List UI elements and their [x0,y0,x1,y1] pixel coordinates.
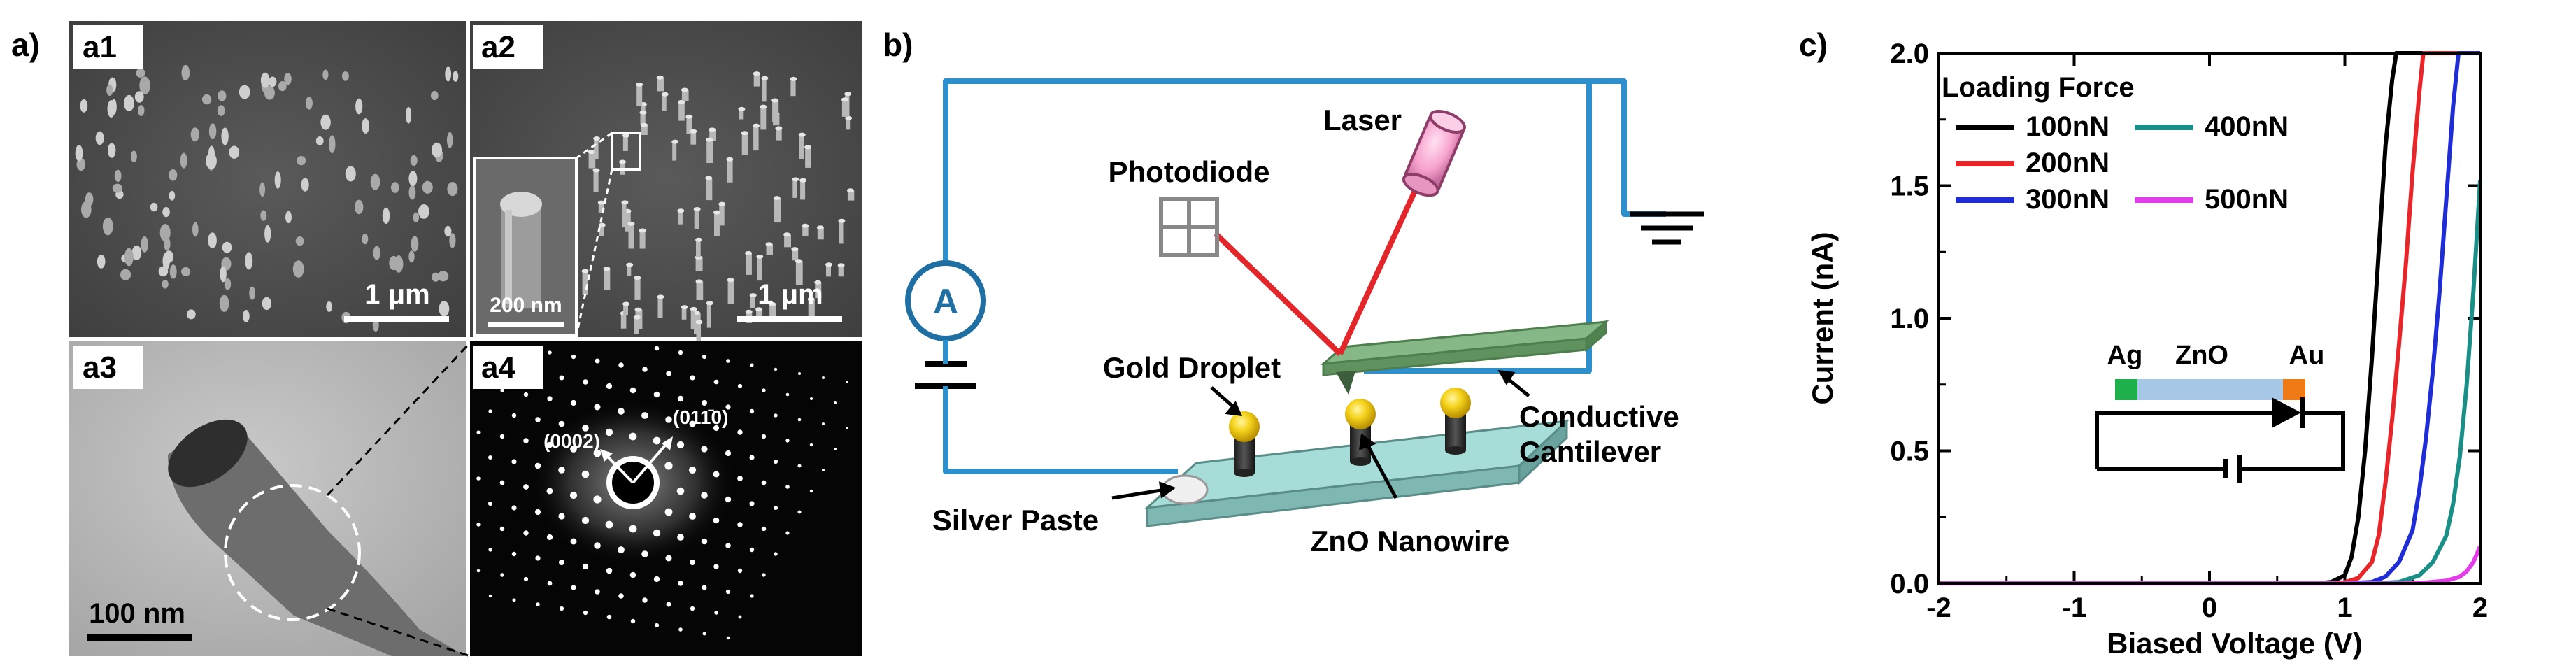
inset-bar-au [2283,379,2305,400]
zoom-line-a3-bottom [327,607,471,658]
diode-icon [2272,397,2301,428]
legend: Loading Force 100nN 200nN 300nN 400nN 500nN [1942,72,2289,215]
y-axis-label: Current (nA) [1806,232,1839,404]
pointer-arrows [1111,369,1530,500]
inset-bar-ag [2115,379,2137,400]
afm-schematic: A [905,78,1704,557]
y-tick-label: 0.5 [1890,436,1929,467]
legend-label-200nN: 200nN [2026,148,2109,178]
subpanel-label-a2: a2 [481,30,515,64]
plot-frame [1937,52,2482,585]
label-laser: Laser [1323,104,1402,136]
legend-title: Loading Force [1942,72,2135,103]
sem-image-a1: a1 1 μm [69,21,466,337]
panel-label-a: a) [11,27,40,63]
zoom-line-a3-top [326,341,471,497]
photodiode [1159,197,1219,257]
subpanel-label-a4: a4 [481,350,515,385]
x-tick-label: 2 [2472,592,2488,623]
x-tick-label: -1 [2062,592,2087,623]
x-tick-label: 0 [2202,592,2217,623]
panel-label-b: b) [883,27,913,63]
spot-label-0002: (0002) [543,430,600,452]
laser-beam [1214,182,1421,356]
zoom-line-bottom [575,169,613,336]
vector-0002 [604,453,634,484]
tem-image-a3: a3 100 nm [69,341,471,658]
ammeter: A [905,260,986,341]
inset-label-ag: Ag [2107,341,2143,370]
label-conductive: Conductive [1519,400,1679,433]
y-tick-label: 0.0 [1890,569,1929,599]
y-tick-label: 1.5 [1890,171,1929,202]
sem-image-a2: a2 200 nm 1 μm [470,21,862,346]
scale-bar-a3 [87,634,192,641]
legend-label-300nN: 300nN [2026,184,2109,215]
diode-circuit [2095,397,2345,483]
subpanel-label-a1: a1 [83,30,117,64]
y-tick-label: 1.0 [1890,304,1929,334]
zoom-box [611,132,641,171]
inset-bar-zno [2137,379,2283,400]
x-tick-label: -2 [1926,592,1951,623]
spot-label-01-10: (011̄0) [673,406,728,428]
scale-label-a3: 100 nm [89,598,185,629]
tem-nanowire [168,434,466,656]
zoom-line-top [576,132,613,159]
diffraction-image-a4: (0002) (011̄0) a4 [470,341,862,656]
x-tick-label: 1 [2337,592,2352,623]
device-inset: Ag ZnO Au [2095,341,2345,483]
y-tick-label: 2.0 [1890,38,1929,69]
tem-tip [168,419,248,488]
panel-label-c: c) [1799,27,1828,63]
scale-label-a1: 1 μm [364,279,429,310]
subpanel-label-a3: a3 [83,350,117,385]
tem-selected-area [224,484,361,621]
label-cantilever: Cantilever [1519,435,1661,468]
label-zno-nanowire: ZnO Nanowire [1311,525,1510,557]
sem-particles-a1 [75,64,459,332]
nanowire-1 [1229,411,1260,477]
vector-01-10 [632,441,669,484]
inset-label-zno: ZnO [2175,341,2228,370]
label-gold-droplet: Gold Droplet [1103,351,1281,384]
inset-label-au: Au [2289,341,2325,370]
battery-symbol [915,361,976,389]
ground-symbol [1630,211,1704,245]
inset-magnified: 200 nm [473,157,578,337]
label-silver-paste: Silver Paste [932,504,1099,536]
legend-label-400nN: 400nN [2205,111,2289,142]
scale-label-a2: 1 μm [757,279,823,310]
legend-label-100nN: 100nN [2026,111,2109,142]
label-photodiode: Photodiode [1109,155,1270,188]
svg-text:A: A [933,282,958,321]
legend-label-500nN: 500nN [2205,184,2289,215]
sem-nanorods-a2 [581,71,855,346]
conductive-cantilever [1320,319,1609,395]
scale-bar-a1 [344,316,449,322]
inset-scale-bar [488,322,564,327]
scale-bar-a2 [737,316,842,322]
inset-scale-label: 200 nm [490,294,562,317]
x-axis-label: Biased Voltage (V) [2107,627,2363,660]
series-300nN [1939,51,2480,585]
nanowire-3 [1440,388,1471,455]
laser-source [1402,109,1466,197]
